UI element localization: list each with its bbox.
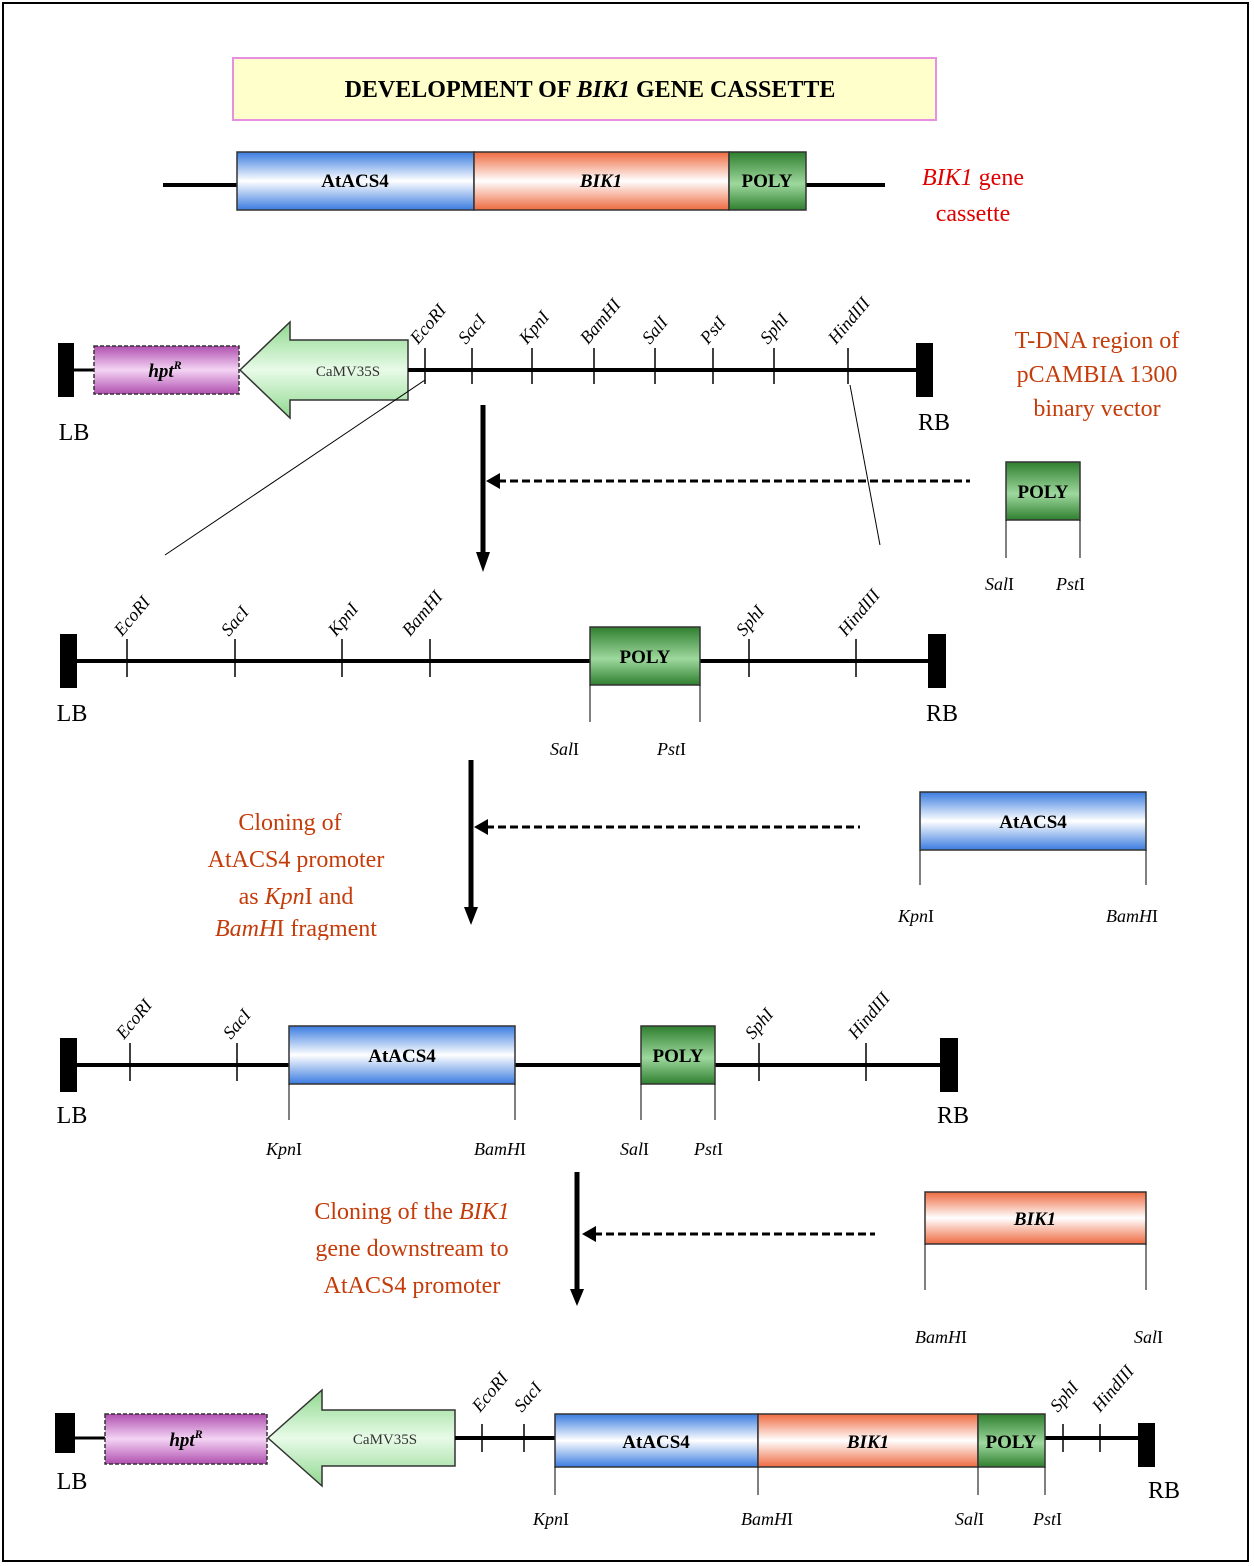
site-label-sphi: SphI — [732, 601, 769, 640]
site-label-saci: SacI — [454, 309, 491, 347]
site-bamhi-insert2: BamHI — [1106, 906, 1158, 926]
site-psti-row2: PstI — [656, 739, 686, 759]
rb-label-row4: RB — [1148, 1478, 1180, 1504]
step2-caption-line2: AtACS4 promoter — [208, 847, 385, 873]
page-title: DEVELOPMENT OF BIK1 GENE CASSETTE — [345, 77, 836, 103]
tdna-row-3: AtACS4 POLY EcoRI SacI SphI HindIII LB RB K… — [57, 988, 969, 1159]
site-psti-row4: PstI — [1032, 1509, 1062, 1529]
site-label-saci: SacI — [217, 601, 254, 639]
site-label-bamhi: BamHI — [576, 294, 625, 347]
site-psti-row3: PstI — [693, 1139, 723, 1159]
site-kpni-row3: KpnI — [265, 1139, 302, 1159]
site-label-ecori: EcoRI — [405, 299, 451, 348]
poly-row3-label: POLY — [652, 1046, 703, 1067]
site-label-hindiii: HindIII — [1087, 1361, 1138, 1417]
site-label-kpni: KpnI — [514, 306, 554, 348]
bik1-box — [473, 151, 730, 211]
bik1-insert-label: BIK1 — [1013, 1209, 1056, 1230]
site-sali-row2: SalI — [550, 739, 579, 759]
bik1-label: BIK1 — [579, 171, 622, 192]
lb-border — [58, 343, 74, 397]
site-sali-insert3: SalI — [1134, 1327, 1163, 1347]
site-label-ecori: EcoRI — [109, 591, 155, 640]
vector-caption-line2: pCAMBIA 1300 — [1017, 362, 1178, 388]
hpt-box — [93, 345, 240, 395]
poly-box — [728, 151, 807, 211]
tdna-row-2: POLY EcoRI SacI KpnI BamHI SphI HindIII LB RB… — [57, 585, 958, 759]
hpt-label: hptR — [148, 358, 181, 382]
step2-caption-clip: BamHI fragment — [215, 916, 377, 942]
atacs4-row3-label: AtACS4 — [368, 1046, 436, 1067]
zoom-line-right — [849, 384, 881, 546]
cassette-caption-line2: cassette — [936, 201, 1011, 227]
poly-insert: POLY SalI PstI — [985, 461, 1085, 594]
zoom-line-left — [164, 379, 426, 556]
lb-label-row2: LB — [57, 701, 88, 727]
site-label-kpni: KpnI — [323, 598, 363, 640]
site-label-sphi: SphI — [741, 1004, 778, 1043]
site-label-saci: SacI — [219, 1004, 256, 1042]
site-bamhi-insert3: BamHI — [915, 1327, 967, 1347]
rb-label: RB — [918, 410, 950, 436]
site-psti-insert1: PstI — [1055, 574, 1085, 594]
site-label-psti: PstI — [695, 312, 730, 349]
step2-caption-line3: as KpnI and — [239, 884, 354, 910]
poly-insert-label: POLY — [1017, 482, 1068, 503]
rb-label-row3: RB — [937, 1103, 969, 1129]
site-label-ecori: EcoRI — [467, 1367, 513, 1416]
camv35s-label: CaMV35S — [316, 364, 380, 380]
site-label-hindiii: HindIII — [833, 585, 884, 641]
restriction-ticks-row-2: EcoRI SacI KpnI BamHI SphI HindIII — [109, 585, 884, 677]
step3-caption-line3: AtACS4 promoter — [324, 1273, 501, 1299]
site-label-hindiii: HindIII — [823, 293, 874, 349]
lb-label: LB — [59, 420, 90, 446]
site-kpni-row4: KpnI — [532, 1509, 569, 1529]
site-kpni-insert2: KpnI — [897, 906, 934, 926]
site-bamhi-row3: BamHI — [474, 1139, 526, 1159]
step2-caption-line4: BamHI fragment — [215, 916, 377, 942]
lb-label-row3: LB — [57, 1103, 88, 1129]
cassette-caption: BIK1 gene — [922, 165, 1024, 191]
site-label-sali: SalI — [638, 312, 673, 348]
step3-caption-line1: Cloning of the BIK1 — [314, 1199, 509, 1225]
site-label-ecori: EcoRI — [111, 994, 157, 1043]
atacs4-insert: AtACS4 KpnI BamHI — [897, 791, 1158, 926]
poly-label: POLY — [741, 171, 792, 192]
site-label-bamhi: BamHI — [398, 586, 447, 639]
site-sali-row4: SalI — [955, 1509, 984, 1529]
camv35s-label-row4: CaMV35S — [353, 1432, 417, 1448]
site-label-saci: SacI — [510, 1377, 547, 1415]
bik1-row4-label: BIK1 — [846, 1432, 889, 1453]
step2-caption-line1: Cloning of — [238, 810, 341, 836]
site-label-sphi: SphI — [756, 309, 793, 348]
site-bamhi-row4: BamHI — [741, 1509, 793, 1529]
rb-label-row2: RB — [926, 701, 958, 727]
title-box: DEVELOPMENT OF BIK1 GENE CASSETTE — [232, 57, 937, 121]
atacs4-insert-label: AtACS4 — [999, 812, 1067, 833]
step3-caption-line2: gene downstream to — [315, 1236, 508, 1262]
site-label-sphi: SphI — [1046, 1377, 1083, 1416]
site-sali-row3: SalI — [620, 1139, 649, 1159]
atacs4-row4-label: AtACS4 — [622, 1432, 690, 1453]
atacs4-label: AtACS4 — [321, 171, 389, 192]
bik1-insert: BIK1 BamHI SalI — [915, 1191, 1163, 1347]
poly-row2-label: POLY — [619, 647, 670, 668]
lb-label-row4: LB — [57, 1469, 88, 1495]
site-label-hindiii: HindIII — [843, 988, 894, 1044]
rb-border — [916, 343, 933, 397]
vector-caption-line1: T-DNA region of — [1015, 328, 1179, 354]
poly-row4-label: POLY — [985, 1432, 1036, 1453]
site-sali-insert1: SalI — [985, 574, 1014, 594]
gene-cassette: AtACS4 BIK1 POLY BIK1 gene cassette — [163, 151, 1024, 227]
hpt-label-row4: hptR — [169, 1427, 202, 1451]
vector-caption-line3: binary vector — [1033, 396, 1160, 422]
